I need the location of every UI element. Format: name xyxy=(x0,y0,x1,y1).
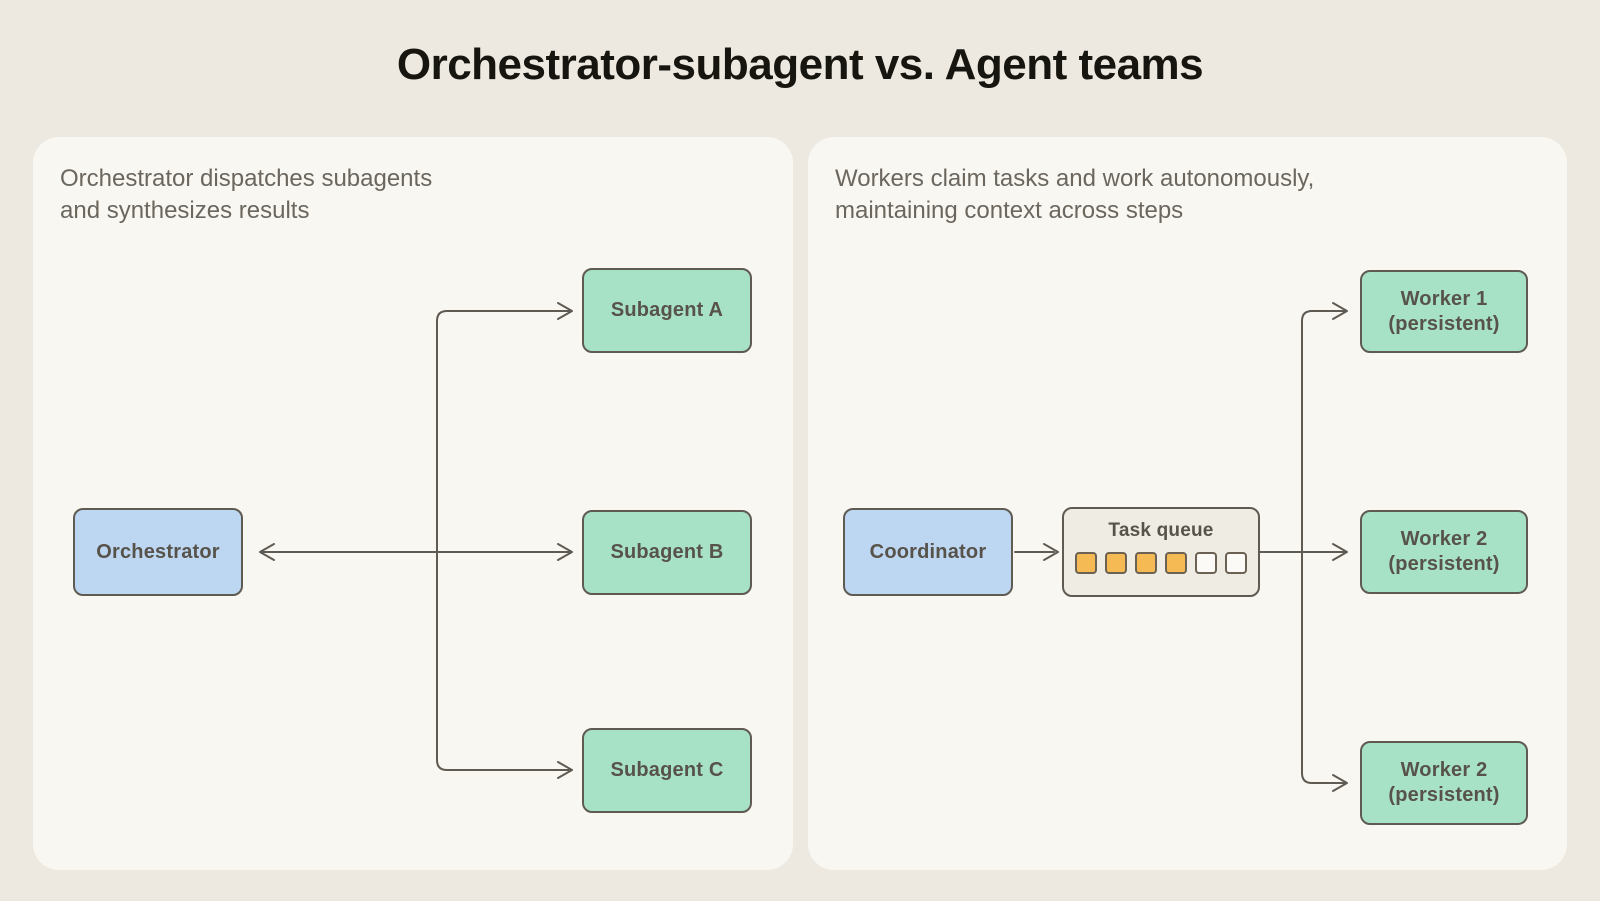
orchestrator-label: Orchestrator xyxy=(96,540,220,563)
arrowhead-to-subagent-b-icon xyxy=(557,543,573,561)
subagent-b-node: Subagent B xyxy=(582,510,752,595)
arrowhead-to-task-queue-icon xyxy=(1043,543,1059,561)
orchestrator-panel-subtitle: Orchestrator dispatches subagents and sy… xyxy=(60,165,433,224)
task-queue-label: Task queue xyxy=(1108,520,1214,541)
task-slot-filled xyxy=(1135,551,1157,574)
subagent-b-label: Subagent B xyxy=(610,541,724,563)
orchestrator-panel: Orchestrator dispatches subagents and sy… xyxy=(33,137,793,870)
arrowhead-to-orchestrator-icon xyxy=(259,543,275,561)
task-slot-empty xyxy=(1195,551,1217,574)
subagent-c-node: Subagent C xyxy=(582,728,752,813)
coordinator-label: Coordinator xyxy=(869,540,987,563)
coordinator-node: Coordinator xyxy=(843,508,1013,596)
task-queue-slots xyxy=(1075,551,1247,574)
worker-1-sub: (persistent) xyxy=(1388,312,1500,335)
orchestrator-connectors xyxy=(259,302,573,779)
worker-3-node: Worker 2 (persistent) xyxy=(1360,741,1528,825)
worker-2-sub: (persistent) xyxy=(1388,553,1500,575)
task-slot-filled xyxy=(1165,551,1187,574)
worker-3-sub: (persistent) xyxy=(1388,784,1500,806)
arrowhead-to-worker-3-icon xyxy=(1332,774,1348,792)
arrowhead-to-worker-2-icon xyxy=(1332,543,1348,561)
connector-up-branch xyxy=(1301,310,1346,553)
task-slot-filled xyxy=(1075,551,1097,574)
task-queue-node: Task queue xyxy=(1062,507,1260,597)
subagent-a-label: Subagent A xyxy=(610,299,724,321)
worker-1-node: Worker 1 (persistent) xyxy=(1360,270,1528,353)
connector-down-branch xyxy=(436,551,571,771)
worker-3-name: Worker 2 xyxy=(1400,759,1488,781)
worker-2-node: Worker 2 (persistent) xyxy=(1360,510,1528,594)
subagent-a-node: Subagent A xyxy=(582,268,752,353)
task-slot-empty xyxy=(1225,551,1247,574)
orchestrator-node: Orchestrator xyxy=(73,508,243,596)
arrowhead-to-subagent-c-icon xyxy=(557,761,573,779)
connector-down-branch xyxy=(1301,551,1346,784)
worker-1-name: Worker 1 xyxy=(1400,287,1488,310)
agent-teams-panel-subtitle: Workers claim tasks and work autonomousl… xyxy=(835,165,1315,224)
agent-teams-panel: Workers claim tasks and work autonomousl… xyxy=(808,137,1567,870)
worker-2-name: Worker 2 xyxy=(1400,528,1488,550)
page-title: Orchestrator-subagent vs. Agent teams xyxy=(396,40,1204,89)
arrowhead-to-subagent-a-icon xyxy=(557,302,573,320)
arrowhead-to-worker-1-icon xyxy=(1332,302,1348,320)
connector-up-branch xyxy=(436,310,571,553)
agent-teams-connectors xyxy=(1014,302,1348,792)
subagent-c-label: Subagent C xyxy=(610,759,724,781)
task-slot-filled xyxy=(1105,551,1127,574)
